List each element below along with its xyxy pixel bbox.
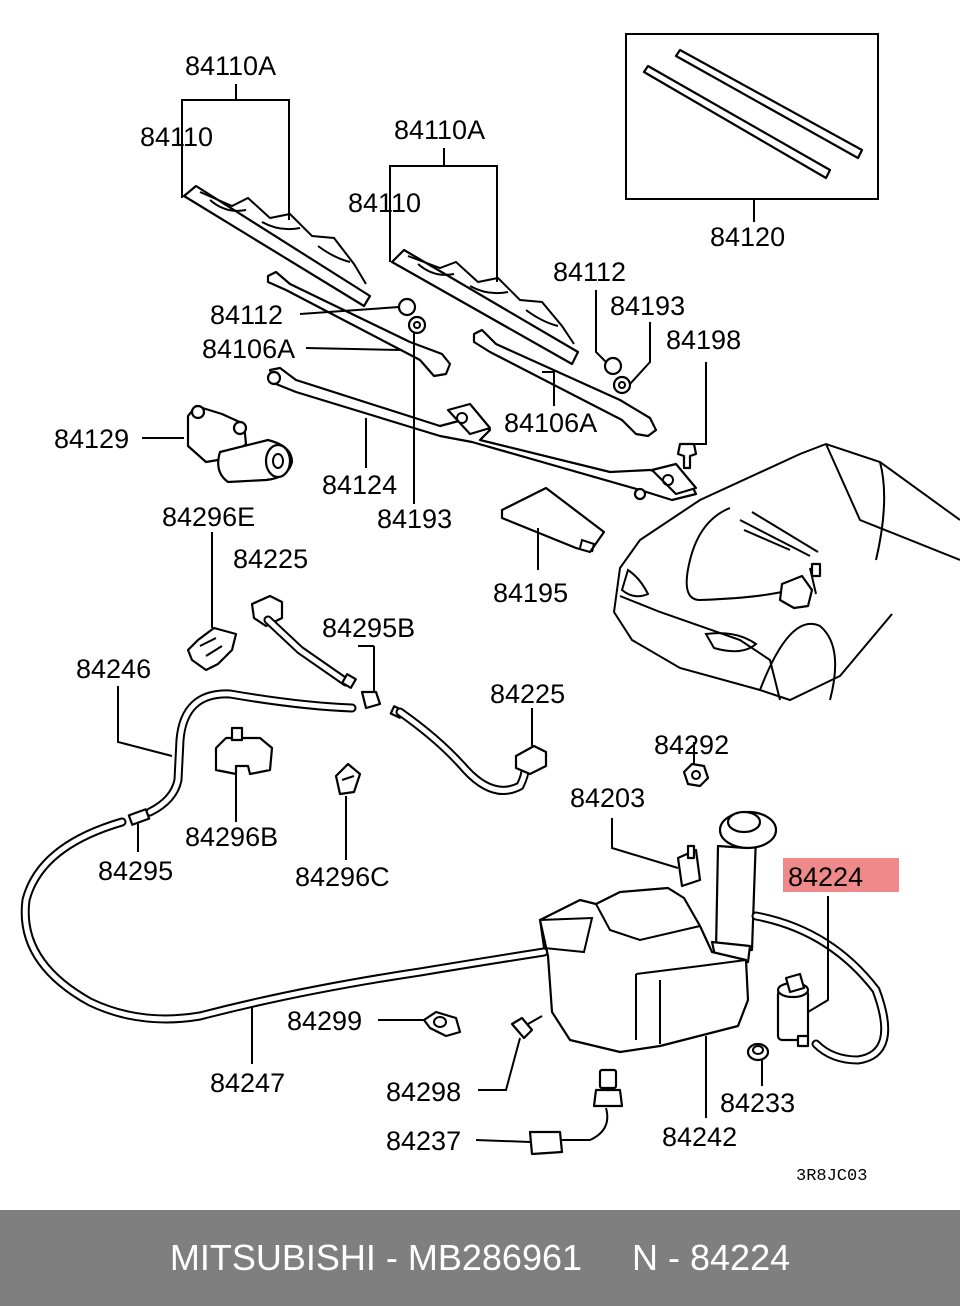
clamp-84296B bbox=[214, 726, 274, 822]
hose-to-nozzle-right bbox=[395, 707, 530, 795]
wiper-blade-left bbox=[182, 184, 372, 308]
callout-84233: 84233 bbox=[720, 1088, 795, 1118]
joint-84295B bbox=[358, 645, 405, 719]
bolt-84198 bbox=[676, 362, 707, 470]
callout-84112-right: 84112 bbox=[553, 257, 626, 287]
callout-84120: 84120 bbox=[710, 222, 785, 252]
cover-84195 bbox=[500, 486, 606, 570]
callout-84298: 84298 bbox=[386, 1077, 461, 1107]
callout-84242: 84242 bbox=[662, 1122, 737, 1152]
callout-84247: 84247 bbox=[210, 1068, 285, 1098]
callout-84203: 84203 bbox=[570, 783, 645, 813]
callout-84129: 84129 bbox=[54, 424, 129, 454]
callout-84224: 84224 bbox=[788, 862, 863, 892]
wiper-blade-right bbox=[390, 248, 580, 366]
washer-pump-84224 bbox=[776, 896, 829, 1048]
callout-84110-right: 84110 bbox=[348, 188, 421, 218]
callout-84296E: 84296E bbox=[162, 502, 255, 532]
washer-tank-84242 bbox=[538, 886, 750, 1118]
callout-84193-left: 84193 bbox=[377, 504, 452, 534]
callout-84246: 84246 bbox=[76, 654, 151, 684]
nozzle-84225-left bbox=[250, 594, 357, 689]
footer-bar: MITSUBISHI - MB286961 N - 84224 bbox=[0, 1210, 960, 1306]
callout-84295: 84295 bbox=[98, 856, 173, 886]
footer-brand: MITSUBISHI bbox=[169, 1237, 376, 1278]
clip-84296C bbox=[334, 762, 362, 860]
figure-code: 3R8JC03 bbox=[796, 1167, 867, 1186]
nut-84292 bbox=[682, 742, 710, 788]
callout-84225-right: 84225 bbox=[490, 679, 565, 709]
callout-84295B: 84295B bbox=[322, 613, 415, 643]
callout-84198: 84198 bbox=[666, 325, 741, 355]
wiper-arm-right bbox=[472, 328, 658, 438]
washer-84193-right bbox=[612, 375, 632, 395]
nozzle-84225-right bbox=[514, 708, 548, 776]
callout-84193-right: 84193 bbox=[610, 291, 685, 321]
callout-84110-left: 84110 bbox=[140, 122, 213, 152]
wiper-arm-left bbox=[266, 270, 452, 378]
callout-84106A-right: 84106A bbox=[504, 408, 597, 438]
connector-84295 bbox=[127, 808, 151, 852]
callout-84110A-left: 84110A bbox=[185, 51, 276, 81]
filler-neck bbox=[710, 810, 778, 964]
callout-84296C: 84296C bbox=[295, 862, 390, 892]
footer-ref-number: 84224 bbox=[690, 1237, 791, 1278]
footer-ref-prefix: N - bbox=[632, 1237, 691, 1278]
hose-84246 bbox=[117, 686, 357, 817]
clip-84296E bbox=[186, 532, 238, 672]
linkage-84124 bbox=[266, 366, 698, 502]
leader-84110A-right bbox=[389, 148, 498, 282]
leader-84110A-left bbox=[181, 84, 290, 220]
callout-84299: 84299 bbox=[287, 1006, 362, 1036]
callout-84296B: 84296B bbox=[185, 822, 278, 852]
inset-box-84120 bbox=[625, 33, 879, 222]
hose-to-pump bbox=[751, 911, 890, 1065]
level-sensor-84237 bbox=[475, 1068, 624, 1156]
callout-84112-left: 84112 bbox=[210, 300, 283, 330]
grommet-84233 bbox=[746, 1042, 770, 1086]
highlight-box-84224 bbox=[783, 858, 899, 892]
footer-separator: - bbox=[375, 1237, 408, 1278]
car-illustration bbox=[612, 442, 960, 702]
nut-84112-right bbox=[603, 356, 623, 376]
leader-lines-top bbox=[299, 290, 651, 504]
hose-84247 bbox=[20, 817, 549, 1064]
bracket-84203 bbox=[611, 818, 702, 888]
callout-84292: 84292 bbox=[654, 730, 729, 760]
nut-84112-left bbox=[397, 297, 417, 317]
callout-84225-left: 84225 bbox=[233, 544, 308, 574]
band-84299 bbox=[378, 1010, 462, 1038]
callout-84195: 84195 bbox=[493, 578, 568, 608]
callout-84237: 84237 bbox=[386, 1126, 461, 1156]
bolt-84298 bbox=[478, 1015, 543, 1091]
footer-part-number: MB286961 bbox=[407, 1237, 583, 1278]
callout-84106A-left: 84106A bbox=[202, 334, 295, 364]
washer-84193-left bbox=[407, 315, 427, 335]
wiper-motor-84129 bbox=[142, 404, 294, 484]
callout-84110A-right: 84110A bbox=[394, 115, 485, 145]
callout-84124: 84124 bbox=[322, 470, 397, 500]
parts-diagram: 84110A 84110 84110A 84110 84120 84112 84… bbox=[20, 33, 960, 1186]
